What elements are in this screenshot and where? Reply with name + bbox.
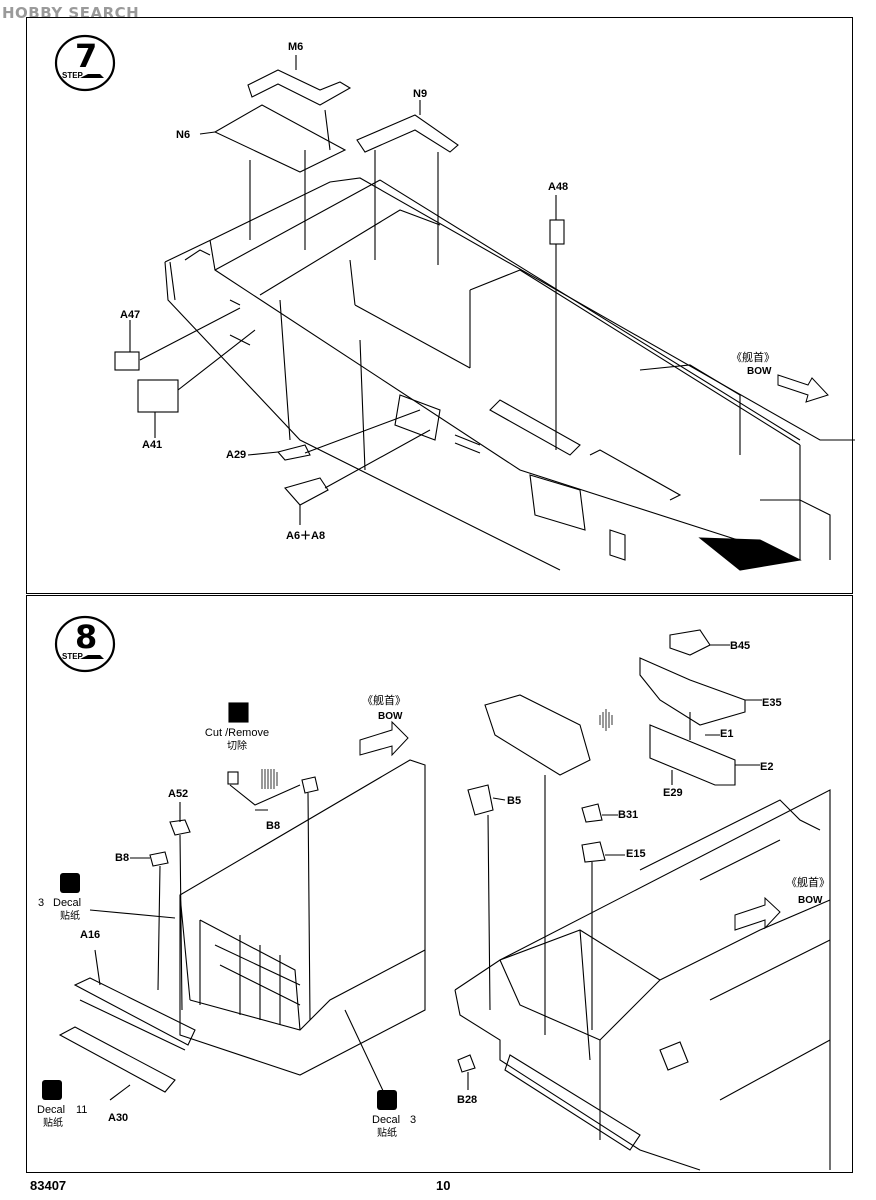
step7-badge: 7 STEP [54, 34, 118, 92]
scissors-icon [228, 702, 249, 723]
decal-number-b: 11 [76, 1104, 88, 1116]
decal-word-a: Decal [53, 897, 82, 909]
part-label-n9: N9 [413, 88, 428, 100]
bow-arrow-icon [359, 720, 409, 757]
decal-icon [377, 1090, 397, 1110]
part-label-a30: A30 [108, 1112, 129, 1124]
bow-label-en-step7: BOW [747, 366, 772, 377]
part-label-a47: A47 [120, 309, 141, 321]
glue-icon [261, 769, 278, 789]
part-b5-shape [467, 784, 494, 816]
bow-arrow-icon [777, 374, 829, 403]
part-label-a48: A48 [548, 181, 569, 193]
part-n9-shape [356, 114, 459, 153]
part-a30-shape [58, 1026, 176, 1093]
cut-remove-label: Cut /Remove [204, 727, 270, 739]
bow-arrow-icon [734, 896, 781, 931]
part-label-m6: M6 [288, 41, 304, 53]
hull-outline-step7 [164, 177, 855, 571]
bow-label-en-step8-right: BOW [798, 895, 823, 906]
step7-panel [26, 17, 853, 594]
part-label-e1: E1 [720, 728, 734, 740]
part-label-b28: B28 [457, 1094, 478, 1106]
part-label-a41: A41 [142, 439, 163, 451]
part-n6-shape [213, 104, 347, 173]
decal-icon [60, 873, 80, 893]
decal-number-a: 3 [38, 897, 45, 909]
part-e2-shape [649, 724, 736, 786]
part-label-e15: E15 [626, 848, 646, 860]
decal-cn-b: 贴纸 [43, 1118, 63, 1129]
bow-label-cn-step8-left: 《舰首》 [362, 694, 406, 707]
page-number: 10 [436, 1178, 451, 1193]
part-label-b45: B45 [730, 640, 751, 652]
step8-number: 8 [75, 618, 98, 656]
part-label-b8-center: B8 [266, 820, 281, 832]
decal-cn-c: 贴纸 [377, 1128, 397, 1139]
part-label-b5: B5 [507, 795, 522, 807]
step-badge-icon [54, 615, 116, 673]
decal-word-c: Decal [372, 1114, 401, 1126]
step8-panel [26, 595, 853, 1173]
part-b8-shape-b [301, 776, 319, 794]
part-a16-shape [73, 977, 196, 1051]
step8-word: STEP [62, 652, 83, 661]
part-label-a16: A16 [80, 929, 101, 941]
part-label-n6: N6 [176, 129, 191, 141]
part-a41-shape [137, 379, 179, 413]
part-a29-shape [276, 444, 311, 461]
hull-outline-step8-left [179, 759, 426, 1076]
part-b28-shape [457, 1054, 476, 1073]
part-a48-shape [549, 219, 565, 245]
decal-number-c: 3 [410, 1114, 417, 1126]
part-a47-shape [114, 351, 140, 371]
part-e1-shape [484, 694, 591, 776]
part-label-a29: A29 [226, 449, 247, 461]
decal-cn-a: 贴纸 [60, 911, 80, 922]
decal-word-b: Decal [37, 1104, 66, 1116]
part-label-b31: B31 [618, 809, 639, 821]
step7-word: STEP [62, 71, 83, 80]
part-label-e35: E35 [762, 697, 782, 709]
bow-label-en-step8-left: BOW [378, 711, 403, 722]
decal-icon [42, 1080, 62, 1100]
part-b45-shape [669, 629, 711, 656]
part-m6-shape [247, 69, 352, 106]
part-b8-shape-a [149, 851, 169, 867]
step7-number: 7 [75, 37, 98, 75]
bow-label-cn-step8-right: 《舰首》 [786, 876, 830, 889]
part-a6-a8-shape [284, 477, 329, 506]
part-label-e29: E29 [663, 787, 683, 799]
part-label-a6-a8: A6＋A8 [286, 530, 326, 542]
part-e15-shape [581, 841, 606, 863]
cut-remove-label-cn: 切除 [227, 741, 247, 752]
step-badge-icon [54, 34, 116, 92]
part-e35-shape [639, 657, 746, 726]
part-label-b8-left: B8 [115, 852, 130, 864]
part-label-e2: E2 [760, 761, 774, 773]
hull-outline-step8-right [454, 789, 831, 1171]
part-b31-shape [581, 803, 603, 823]
model-number: 83407 [30, 1178, 67, 1193]
part-label-a52: A52 [168, 788, 189, 800]
bow-label-cn-step7: 《舰首》 [731, 351, 775, 364]
step8-badge: 8 STEP [54, 615, 118, 673]
